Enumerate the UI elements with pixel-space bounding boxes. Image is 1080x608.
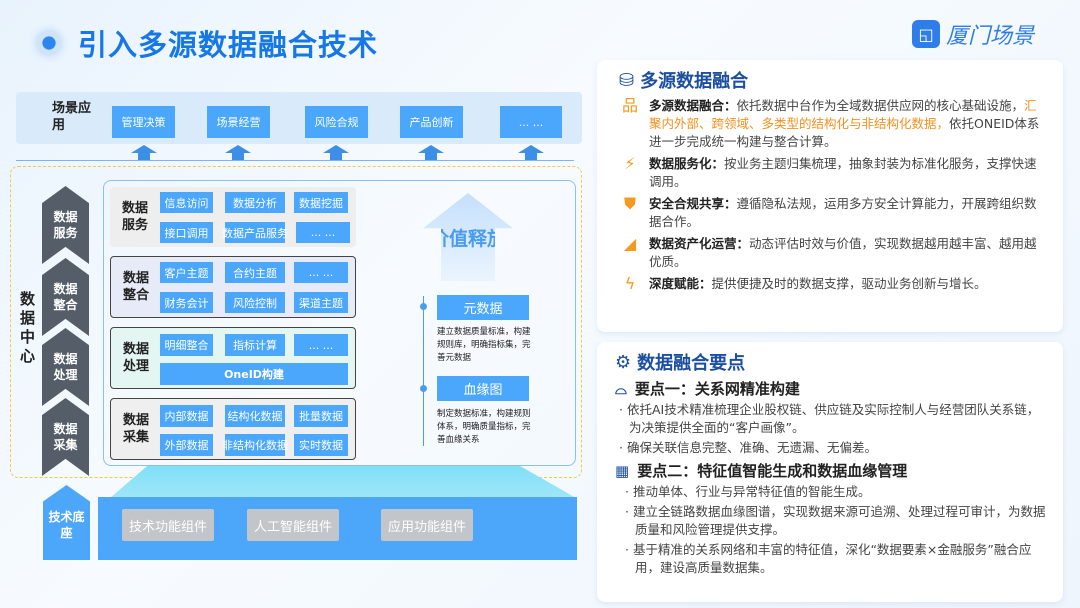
layer-cell: 合约主题 — [225, 262, 285, 283]
item-text: 提供便捷及时的数据支撑，驱动业务创新与增长。 — [711, 276, 987, 291]
bullet: · 建立全链路数据血缘图谱，实现数据来源可追溯、处理过程可审计，为数据质量和风险… — [625, 504, 1046, 537]
layer-cell: 批量数据 — [294, 405, 348, 427]
item-text: 按业务主题归集梳理，抽象封装为标准化服务，支撑快速调用。 — [649, 156, 1037, 189]
layer-cell: 结构化数据 — [225, 405, 285, 427]
tech-base-label: 技术底座 — [43, 485, 90, 560]
up-arrow-icon — [418, 145, 444, 160]
panel-fusion-key-points: ⚙数据融合要点 ⌓ 要点一：关系网精准构建 · 依托AI技术精准梳理企业股权链、供… — [597, 342, 1063, 602]
panel-multi-source-fusion: ⛁多源数据融合 品多源数据融合：依托数据中台作为全域数据供应网的核心基础设施，汇… — [597, 60, 1063, 332]
layer-label: 数据服务 — [122, 201, 149, 233]
item-head: 数据资产化运营： — [649, 236, 750, 251]
layer-cell: 内部数据 — [160, 405, 213, 427]
scene-item: 场景经营 — [207, 106, 270, 138]
layer-cell: 指标计算 — [225, 334, 285, 356]
layer-cell: 客户主题 — [160, 262, 213, 283]
timeline-dot — [420, 303, 427, 310]
layer-cell-oneid: OneID构建 — [160, 363, 348, 385]
divider — [16, 160, 574, 161]
gear-icon: ⚙ — [615, 351, 632, 373]
layer-cell: 风险控制 — [225, 292, 285, 313]
chevron-data-integration: 数据整合 — [42, 258, 89, 336]
projection-beam — [110, 466, 576, 498]
bullet-text: 推动单体、行业与异常特征值的智能生成。 — [632, 484, 871, 499]
scene-item: ... ... — [500, 106, 562, 138]
point-head: 要点一：关系网精准构建 — [634, 380, 800, 398]
bullet: · 确保关联信息完整、准确、无遗漏、无偏差。 — [619, 440, 877, 455]
database-globe-icon: ⛁ — [619, 69, 635, 91]
layer-cell: 非结构化数据 — [222, 434, 288, 456]
item-text: 遵循隐私法规，运用多方安全计算能力，开展跨组织数据合作。 — [649, 196, 1037, 229]
item-head: 多源数据融合： — [649, 98, 737, 113]
layer-cell: 渠道主题 — [294, 292, 348, 313]
layer-cell: 实时数据 — [294, 434, 348, 456]
layer-label: 数据处理 — [123, 342, 150, 374]
tech-component: 人工智能组件 — [247, 509, 339, 541]
plug-icon: ⚡ — [624, 154, 636, 173]
bullet: · 推动单体、行业与异常特征值的智能生成。 — [625, 484, 871, 499]
up-arrow-icon — [518, 145, 544, 160]
area-chart-icon: ◢ — [623, 234, 637, 253]
bullet-text: 依托AI技术精准梳理企业股权链、供应链及实际控制人与经营团队关系链，为决策提供全… — [626, 402, 1040, 435]
layer-cell: 财务会计 — [160, 292, 213, 313]
metadata-label: 元数据 — [437, 295, 529, 320]
shield-icon: ⛊ — [623, 194, 636, 213]
chevron-data-collection: 数据采集 — [42, 398, 89, 476]
tech-component: 应用功能组件 — [381, 509, 473, 541]
layer-label: 数据采集 — [123, 413, 150, 445]
item-head: 安全合规共享： — [649, 196, 737, 211]
metadata-text: 建立数据质量标准，构建规则库，明确指标集，完善元数据 — [437, 327, 531, 363]
layer-cell: 数据分析 — [225, 192, 285, 213]
bullet: · 依托AI技术精准梳理企业股权链、供应链及实际控制人与经营团队关系链，为决策提… — [619, 402, 1040, 435]
layer-cell: ... ... — [294, 262, 348, 283]
timeline-dot — [420, 385, 427, 392]
page-title: 引入多源数据融合技术 — [78, 28, 379, 62]
item-head: 深度赋能： — [649, 276, 712, 291]
bullet-text: 建立全链路数据血缘图谱，实现数据来源可追溯、处理过程可审计，为数据质量和风险管理… — [632, 504, 1046, 537]
up-arrow-icon — [131, 145, 157, 160]
up-arrow-icon — [323, 145, 349, 160]
layer-cell: 接口调用 — [160, 222, 213, 243]
logo-icon: ◱ — [912, 20, 940, 48]
lineage-text: 制定数据标准，构建规则体系，明确质量指标，完善血缘关系 — [437, 409, 531, 445]
layer-label: 数据整合 — [123, 271, 150, 303]
title-bullet-icon — [38, 32, 60, 54]
panel-title: 数据融合要点 — [637, 353, 746, 374]
layer-cell: 信息访问 — [160, 192, 213, 213]
item-highlight: 汇聚内外部、跨领域、多类型的结构化与非结构化数据， — [649, 98, 1037, 131]
scene-item: 管理决策 — [112, 106, 175, 138]
layer-cell: 外部数据 — [160, 434, 213, 456]
bullet: · 基于精准的关系网络和丰富的特征值，深化“数据要素×金融服务”融合应用，建设高… — [625, 542, 1032, 575]
logo: ◱ 厦门场景 — [912, 18, 1034, 50]
timeline-line — [423, 296, 424, 446]
scene-item: 风险合规 — [305, 106, 368, 138]
tech-component: 技术功能组件 — [122, 509, 214, 541]
org-chart-icon: 品 — [621, 96, 638, 115]
scene-label: 场景应用 — [52, 101, 92, 133]
network-icon: ⌓ — [615, 379, 627, 398]
bullet-text: 确保关联信息完整、准确、无遗漏、无偏差。 — [626, 440, 877, 455]
lineage-label: 血缘图 — [437, 376, 529, 401]
up-arrow-icon — [225, 145, 251, 160]
scene-item: 产品创新 — [400, 106, 463, 138]
item-text: 依托ONEID体系进一步完成统一构建与整合计算。 — [649, 116, 1040, 149]
layer-cell: ... ... — [294, 334, 348, 356]
item-head: 数据服务化： — [649, 156, 725, 171]
point-head: 要点二：特征值智能生成和数据血缘管理 — [637, 462, 908, 480]
layers-frame — [103, 180, 576, 466]
layer-cell: 明细整合 — [160, 334, 213, 356]
item-text: 动态评估时效与价值，实现数据越用越丰富、越用越优质。 — [649, 236, 1037, 269]
lightning-icon: ϟ — [624, 274, 636, 293]
data-center-label: 数据中心 — [20, 290, 36, 365]
layer-cell: ... ... — [296, 222, 350, 243]
scene-application-bar — [16, 92, 582, 144]
chevron-data-processing: 数据处理 — [42, 328, 89, 406]
panel-title: 多源数据融合 — [640, 71, 749, 92]
logo-text: 厦门场景 — [946, 24, 1035, 49]
layer-cell: 数据挖掘 — [294, 192, 348, 213]
layer-cell: 数据产品服务 — [222, 222, 288, 243]
chip-icon: ▦ — [615, 461, 630, 480]
item-text: 依托数据中台作为全域数据供应网的核心基础设施， — [736, 98, 1025, 113]
bullet-text: 基于精准的关系网络和丰富的特征值，深化“数据要素×金融服务”融合应用，建设高质量… — [632, 542, 1032, 575]
